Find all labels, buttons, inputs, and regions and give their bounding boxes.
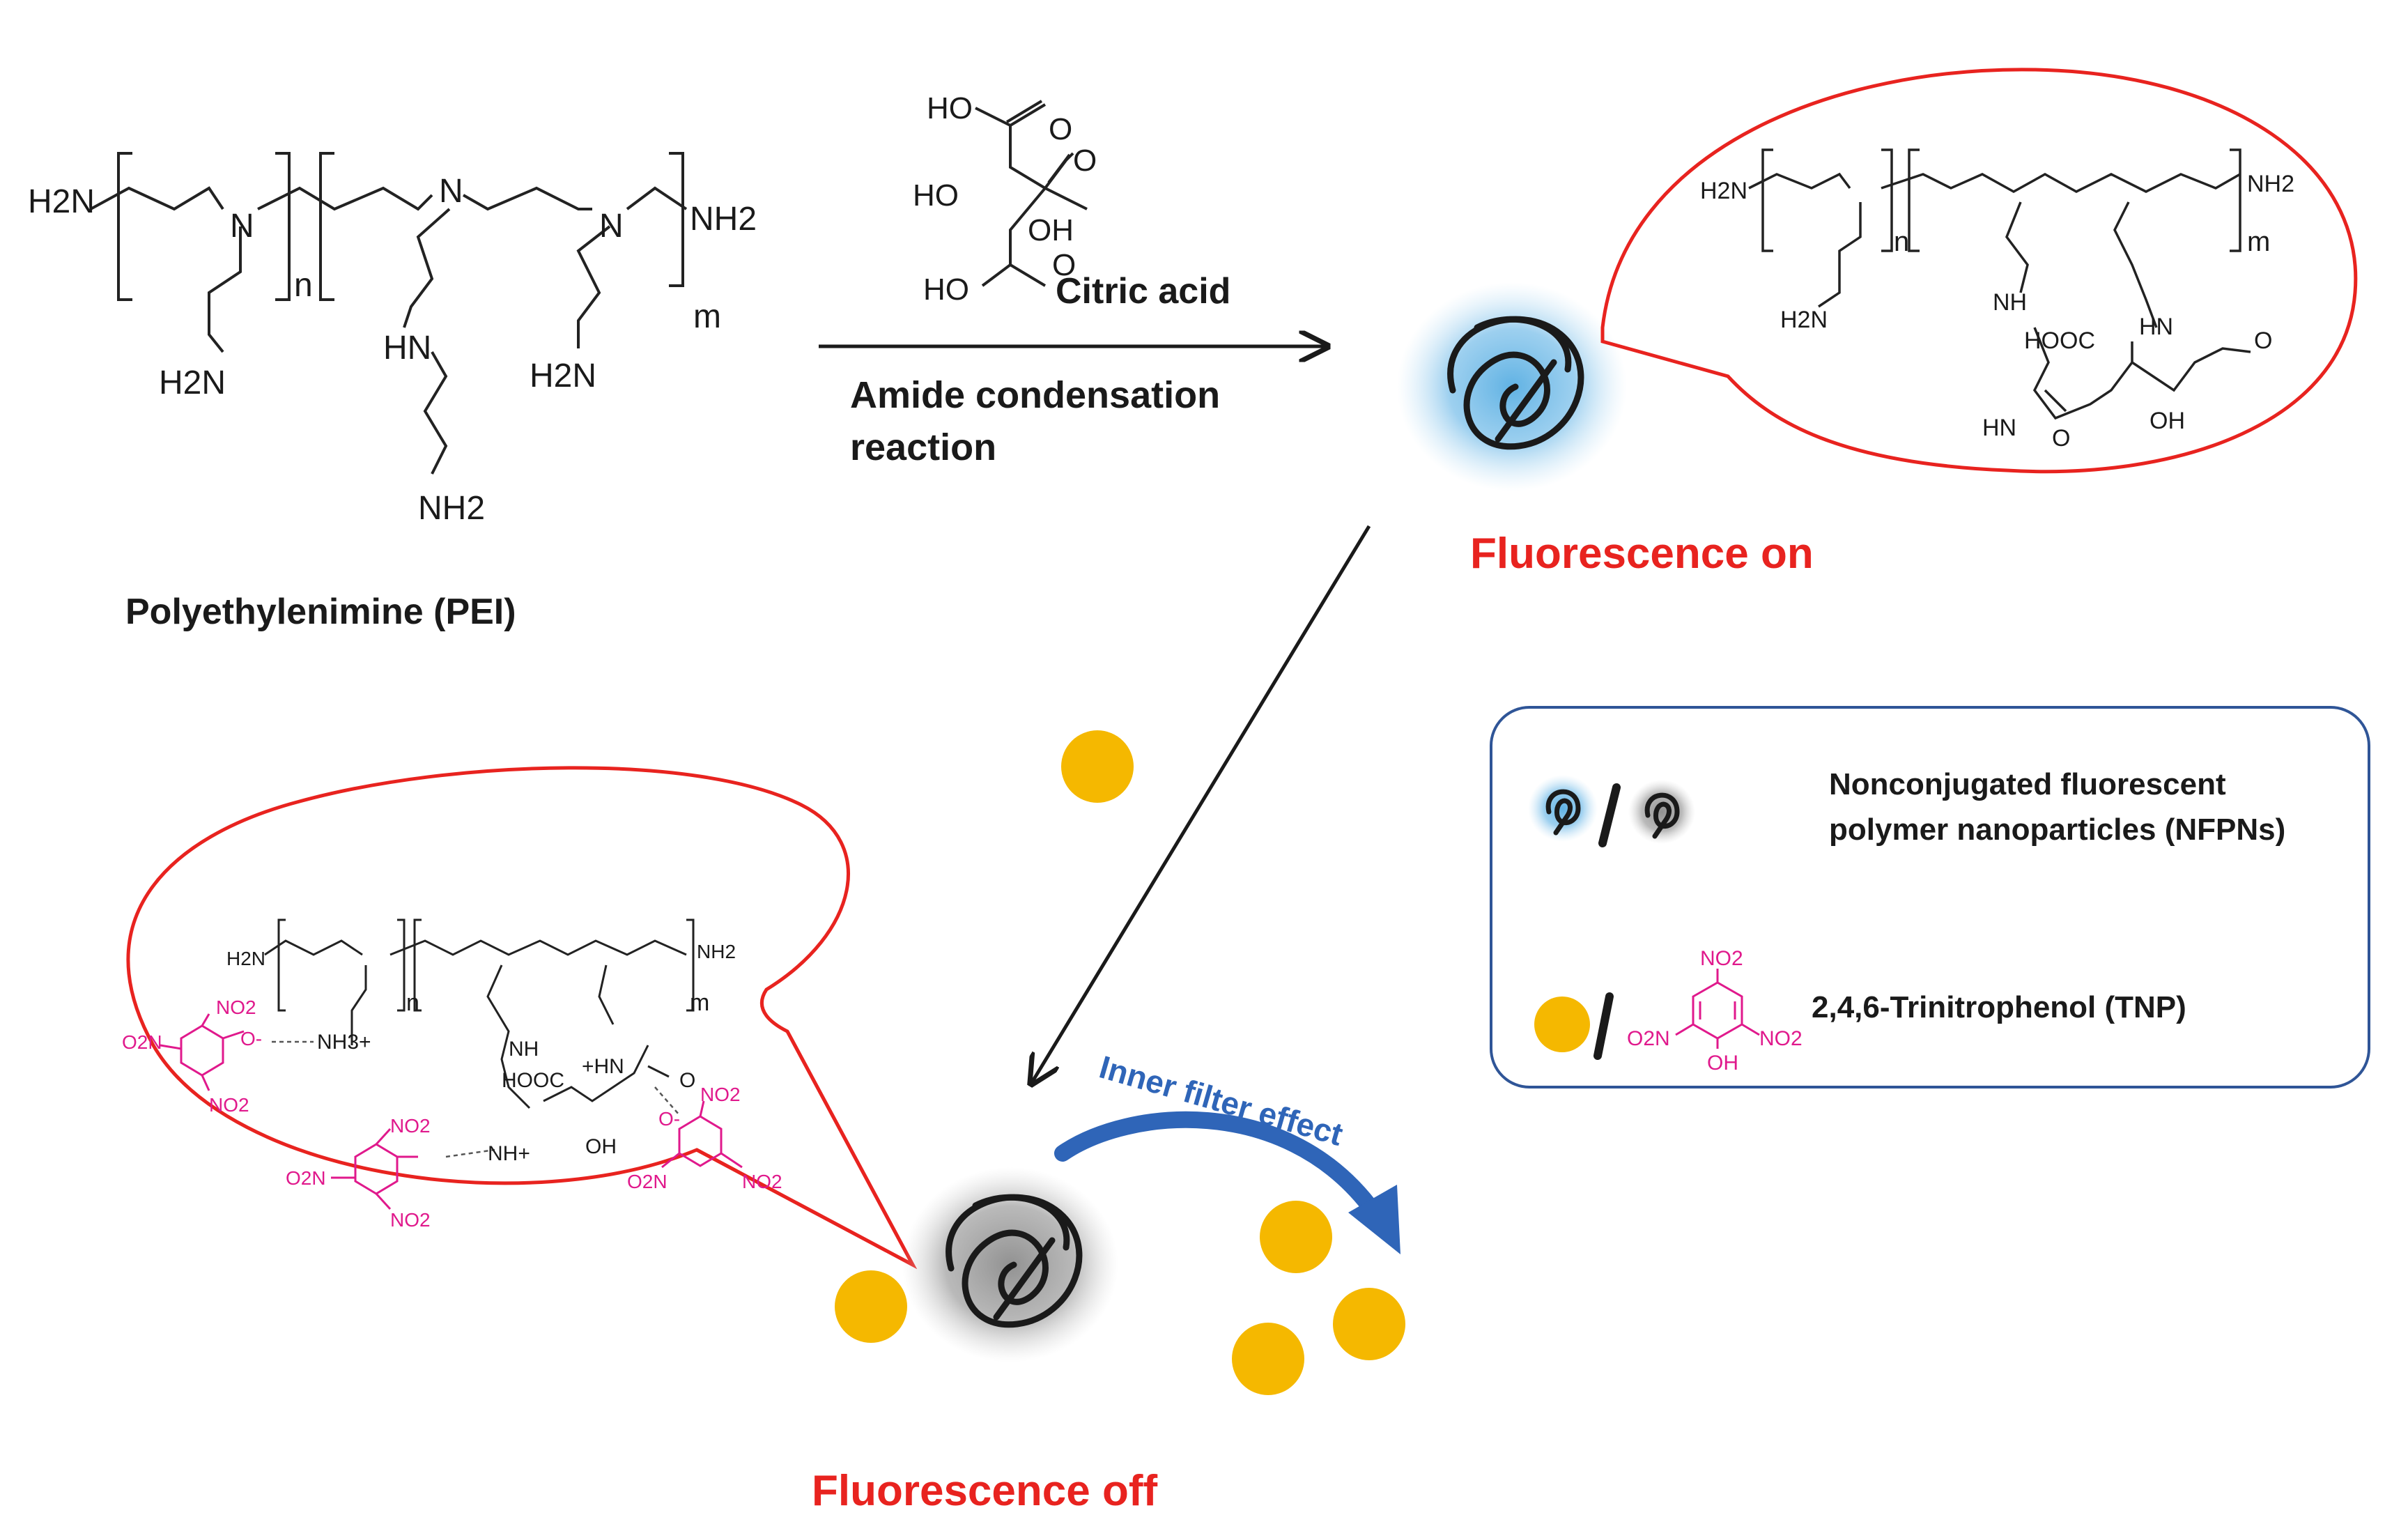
bubble-off-oh: OH xyxy=(585,1135,617,1158)
bubble-off-tnp1-o2n: O2N xyxy=(122,1031,162,1053)
citric-ho-mid: HO xyxy=(913,178,959,213)
bubble-off-tnp2-no2-top: NO2 xyxy=(390,1115,431,1137)
bubble-on xyxy=(1600,68,2358,474)
bubble-off-hn-plus: +HN xyxy=(582,1055,624,1078)
quenching-arrow xyxy=(1031,525,1371,1084)
bubble-on-nh: NH xyxy=(1993,289,2027,316)
inner-filter-arrow xyxy=(1054,1111,1377,1214)
bubble-off-nh2: NH2 xyxy=(697,941,736,962)
bubble-on-hooc: HOOC xyxy=(2024,328,2095,354)
legend-tnp-no2-top: NO2 xyxy=(1700,947,1743,970)
pei-subscript-m: m xyxy=(693,298,721,335)
bubble-off-tnp3-no2-top: NO2 xyxy=(700,1084,741,1105)
citric-o-mid: O xyxy=(1073,144,1097,178)
legend-tnp-label: 2,4,6-Trinitrophenol (TNP) xyxy=(1812,990,2186,1024)
legend-box xyxy=(1490,706,2370,1088)
bubble-on-side-h2n: H2N xyxy=(1780,307,1828,333)
pei-subscript-n: n xyxy=(294,267,313,304)
bubble-on-structure: H2N NH2 n m H2N NH HOOC HN O HN O OH xyxy=(1700,148,2294,452)
bubble-on-m: m xyxy=(2247,226,2270,257)
nfpn-quenched xyxy=(902,1167,1118,1362)
bubble-off-nh: NH xyxy=(509,1038,539,1061)
bubble-on-n: n xyxy=(1894,226,1909,257)
citric-ho-bottom: HO xyxy=(923,272,969,307)
pei-side-hn: HN xyxy=(383,330,431,367)
bubble-off-structure: H2N NH2 n m NH3+ NH HOOC +HN O NH+ OH O2… xyxy=(122,918,782,1231)
pei-end-left: H2N xyxy=(28,183,95,220)
bubble-off-n: n xyxy=(406,990,419,1016)
pei-n-atom-2: N xyxy=(439,173,463,210)
pei-side-h2n-d: H2N xyxy=(530,357,596,394)
bubble-on-nh2-right: NH2 xyxy=(2247,171,2294,197)
legend-slash-1 xyxy=(1598,783,1621,847)
bubble-off-tnp3-no2-right: NO2 xyxy=(742,1171,782,1192)
pei-label: Polyethylenimine (PEI) xyxy=(125,592,516,632)
reaction-label-line2: reaction xyxy=(850,426,996,468)
tnp-dot-arrow xyxy=(1061,730,1134,803)
citric-oh: OH xyxy=(1028,213,1074,247)
tnp-dot-free-3 xyxy=(1232,1323,1304,1395)
pei-structure: H2N N N N NH2 n m H2N HN NH2 H2N xyxy=(28,152,757,527)
legend-tnp-structure: NO2 O2N NO2 OH xyxy=(1627,947,1803,1075)
citric-o-top: O xyxy=(1049,112,1072,146)
bubble-off-tail xyxy=(695,1030,918,1270)
pei-end-right: NH2 xyxy=(690,201,757,238)
citric-o-bottom: O xyxy=(1052,248,1076,282)
bubble-off-tnp2-no2-bottom: NO2 xyxy=(390,1209,431,1231)
bubble-off-hooc: HOOC xyxy=(502,1069,564,1092)
legend-tnp-no2-right: NO2 xyxy=(1759,1027,1803,1050)
fluorescence-off-label: Fluorescence off xyxy=(812,1467,1157,1515)
legend-slash-2 xyxy=(1593,992,1614,1060)
bubble-off-tnp1-no2-top: NO2 xyxy=(216,997,256,1018)
tnp-dot-free-1 xyxy=(1260,1201,1332,1273)
reaction-label-line1: Amide condensation xyxy=(850,374,1220,416)
inner-filter-label: Inner filter effect xyxy=(1095,1049,1347,1153)
legend-tnp-dot xyxy=(1534,997,1590,1052)
citric-acid-label: Citric acid xyxy=(1056,271,1230,311)
bubble-on-o: O xyxy=(2254,328,2272,354)
bubble-off-tnp3-o-minus: O- xyxy=(658,1108,680,1130)
inner-filter-arrowhead xyxy=(1348,1185,1400,1254)
legend-nfpn-line2: polymer nanoparticles (NFPNs) xyxy=(1829,813,2285,847)
bubble-off-m: m xyxy=(690,990,709,1016)
bubble-on-hn-bottom: HN xyxy=(1982,415,2016,441)
legend-nfpn-glowing-icon xyxy=(1528,775,1598,842)
pei-n-atom-1: N xyxy=(230,208,254,245)
bubble-on-hn: HN xyxy=(2139,314,2173,340)
citric-acid-structure: HO O HO O OH HO O xyxy=(913,91,1097,307)
bubble-on-o-bottom: O xyxy=(2052,425,2070,452)
bubble-off-tnp3-o2n: O2N xyxy=(627,1171,667,1192)
bubble-on-h2n-left: H2N xyxy=(1700,178,1747,204)
bubble-off-nh-plus: NH+ xyxy=(488,1142,530,1165)
fluorescence-on-label: Fluorescence on xyxy=(1470,530,1814,578)
bubble-off-nh3: NH3+ xyxy=(317,1031,371,1054)
bubble-off-tnp2-o2n: O2N xyxy=(286,1167,326,1189)
bubble-off xyxy=(126,766,918,1270)
legend-nfpn-quenched-icon xyxy=(1628,780,1695,844)
tnp-dot-attached xyxy=(835,1270,907,1343)
nfpn-glowing xyxy=(1397,282,1627,491)
tnp-dot-free-2 xyxy=(1333,1288,1405,1360)
pei-side-h2n-a: H2N xyxy=(159,364,226,401)
bubble-on-oh: OH xyxy=(2150,408,2185,434)
pei-side-nh2: NH2 xyxy=(418,490,485,527)
legend-tnp-o2n: O2N xyxy=(1627,1027,1670,1050)
citric-ho-top: HO xyxy=(927,91,973,125)
bubble-off-o: O xyxy=(679,1069,695,1092)
pei-n-atom-3: N xyxy=(599,208,624,245)
legend-nfpn-line1: Nonconjugated fluorescent xyxy=(1829,767,2226,801)
bubble-off-h2n: H2N xyxy=(226,948,265,969)
bubble-off-tnp1-o-minus: O- xyxy=(240,1028,262,1049)
legend-tnp-oh: OH xyxy=(1707,1052,1738,1075)
bubble-off-tnp1-no2-bottom: NO2 xyxy=(209,1094,249,1116)
